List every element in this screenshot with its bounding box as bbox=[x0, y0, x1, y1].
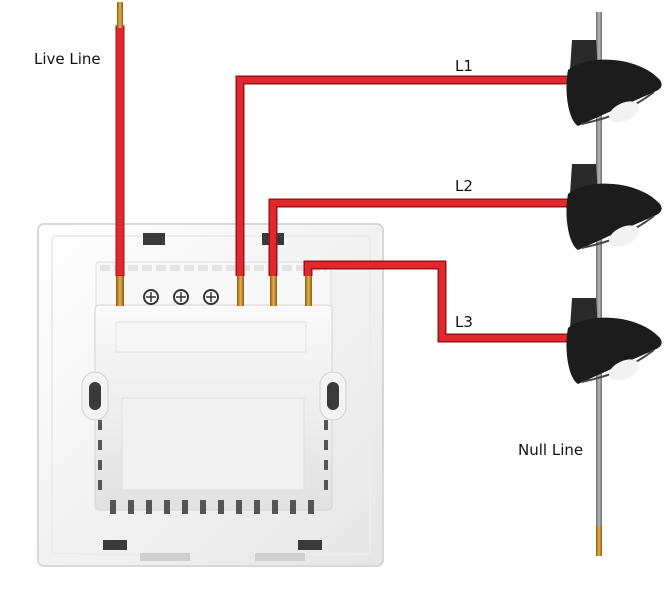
null-line-wire bbox=[596, 12, 602, 556]
lamp-icon bbox=[566, 164, 662, 250]
lamp-icon bbox=[566, 40, 662, 126]
l1-label: L1 bbox=[455, 57, 473, 75]
l2-label: L2 bbox=[455, 177, 473, 195]
live-line-wire bbox=[115, 2, 125, 306]
null-line-label: Null Line bbox=[518, 441, 584, 459]
l2-wire bbox=[268, 198, 590, 306]
l1-wire bbox=[235, 75, 590, 306]
switch-back-panel bbox=[37, 223, 384, 567]
live-line-label: Live Line bbox=[34, 50, 101, 68]
l3-wire bbox=[303, 260, 590, 343]
lamp-icon bbox=[566, 298, 662, 384]
l3-label: L3 bbox=[455, 313, 473, 331]
